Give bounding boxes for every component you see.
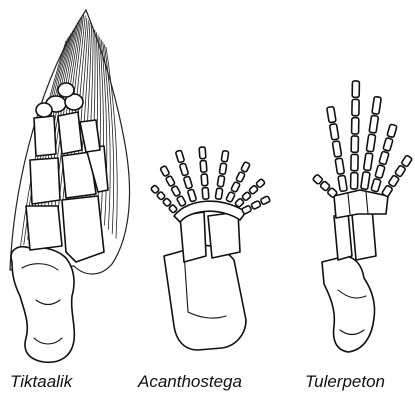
phalanx [388,175,399,187]
tulerpeton-ulna [352,208,376,260]
phalanx [371,178,381,192]
phalanx [387,124,397,138]
phalanx [241,162,250,173]
phalanx [171,186,181,197]
phalanx [251,200,261,209]
phalanx [383,138,393,152]
label-tiktaalik: Tiktaalik [10,372,72,392]
tiktaalik-ulna [62,196,104,262]
phalanx [352,118,359,134]
phalanx [199,147,206,159]
phalanx [175,150,184,163]
tiktaalik-radial [34,116,56,156]
phalanx [179,163,188,176]
phalanx [249,185,259,195]
label-tulerpeton: Tulerpeton [305,372,385,392]
phalanx [351,136,358,152]
tulerpeton-radius [334,212,352,260]
phalanx [382,185,393,197]
phalanx [183,176,192,189]
phalanx [332,141,341,157]
phalanx [351,154,358,170]
tulerpeton-digits [312,81,412,198]
phalanx [150,185,159,194]
acanthostega-digit [215,150,229,199]
phalanx [352,81,359,97]
phalanx [221,150,229,162]
phalanx [168,204,177,213]
phalanx [327,106,336,122]
acanthostega-digit [235,179,266,208]
phalanx [395,165,406,177]
phalanx [363,153,372,171]
phalanx [379,151,389,165]
phalanx [352,99,359,115]
tulerpeton-digit [312,174,337,198]
phalanx [338,175,347,191]
phalanx [200,160,207,172]
phalanx [242,205,252,214]
phalanx [361,172,370,190]
phalanx [231,182,240,193]
phalanx [162,198,171,207]
phalanx [351,173,358,189]
phalanx [215,188,223,200]
acanthostega-digit [199,147,209,199]
phalanx [260,196,270,205]
phalanx [366,134,375,152]
tiktaalik-fin-drawing [10,10,130,362]
phalanx [219,163,227,175]
phalanx [165,176,175,187]
phalanx [256,179,266,189]
tiktaalik-mesomere [30,158,60,204]
phalanx [242,192,252,202]
tiktaalik-small-element [58,83,74,97]
phalanx [372,96,381,114]
phalanx [201,174,208,186]
phalanx [202,187,209,199]
phalanx [330,124,339,140]
phalanx [217,175,225,187]
tulerpeton-limb-drawing [312,81,412,352]
tiktaalik-radius [26,206,62,250]
phalanx [176,196,186,207]
tiktaalik-small-element [36,103,52,117]
phalanx [335,158,344,174]
phalanx [226,192,235,203]
tulerpeton-humerus [322,256,375,352]
acanthostega-radius [180,212,206,262]
phalanx [369,115,378,133]
phalanx [156,191,165,200]
phalanx [401,155,412,167]
tulerpeton-digit [327,106,348,191]
phalanx [160,166,170,177]
acanthostega-ulna [208,212,240,258]
tiktaalik-radial [58,112,82,154]
label-acanthostega: Acanthostega [138,372,242,392]
phalanx [187,189,196,202]
phalanx [375,165,385,179]
tulerpeton-digit [351,81,360,189]
phalanx [236,172,245,183]
acanthostega-humerus [164,246,246,350]
tulerpeton-carpals [334,190,388,218]
acanthostega-limb-drawing [150,147,270,350]
